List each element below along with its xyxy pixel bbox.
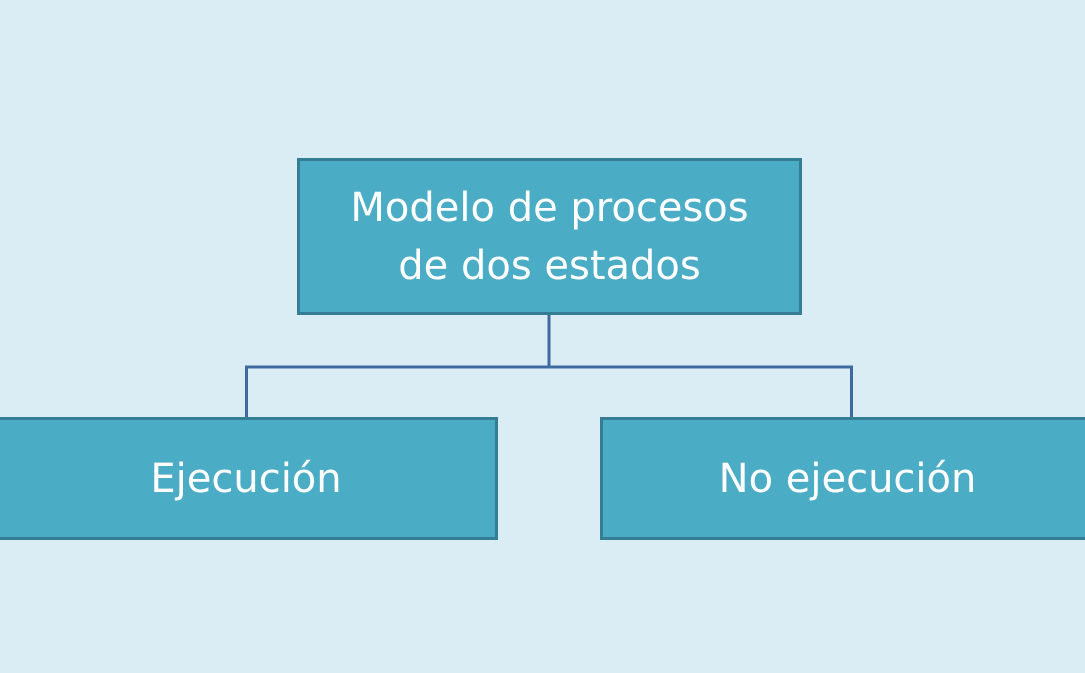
root-node: Modelo de procesos de dos estados	[297, 158, 802, 315]
child-node-label: Ejecución	[150, 455, 342, 502]
child-node-label: No ejecución	[718, 455, 977, 502]
child-node-ejecucion: Ejecución	[0, 417, 498, 540]
root-node-label: Modelo de procesos de dos estados	[350, 184, 749, 289]
child-node-no-ejecucion: No ejecución	[600, 417, 1085, 540]
